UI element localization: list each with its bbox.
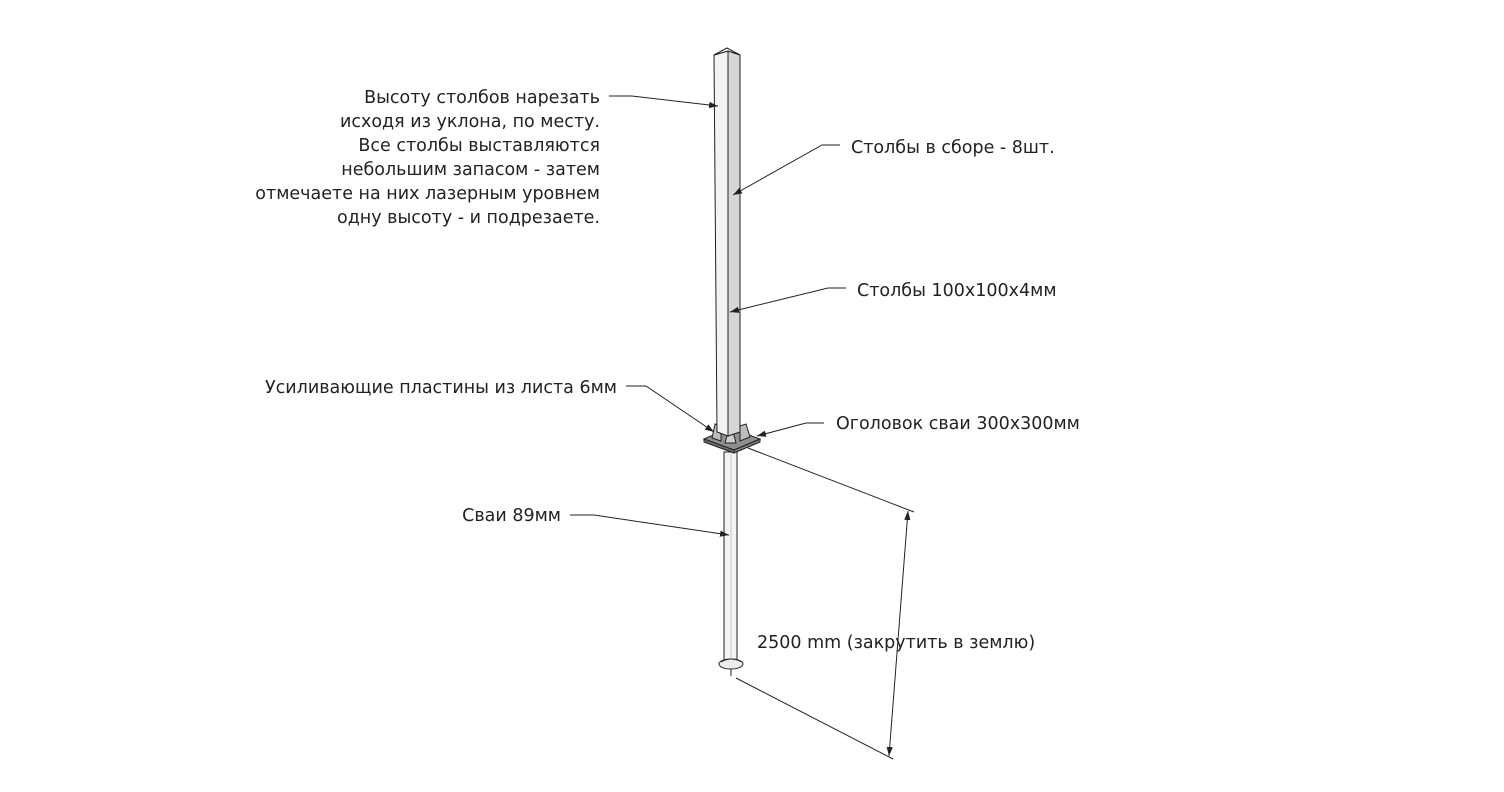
- leader-gussets: [626, 385, 715, 433]
- assembled-posts-label: Столбы в сборе - 8шт.: [851, 138, 1055, 158]
- leader-lines: [570, 95, 846, 537]
- pile-screw-blade: [718, 658, 744, 676]
- depth-dimension: [735, 447, 915, 760]
- post-profile-label: Столбы 100x100x4мм: [857, 281, 1057, 301]
- cut-note-label: Высоту столбов нарезать исходя из уклона…: [255, 88, 600, 228]
- dimension-line: [886, 510, 911, 757]
- pile-cap-label: Оголовок сваи 300x300мм: [836, 414, 1080, 434]
- piles-label: Сваи 89мм: [462, 506, 561, 526]
- leader-post-profile: [729, 287, 846, 313]
- gussets-label: Усиливающие пластины из листа 6мм: [265, 378, 617, 398]
- leader-cut-note: [609, 95, 719, 109]
- leader-assembled-posts: [732, 144, 840, 196]
- square-post: [713, 47, 741, 437]
- pile-shaft: [723, 451, 738, 664]
- leader-piles: [570, 514, 730, 537]
- pile-depth-label: 2500 mm (закрутить в землю): [757, 633, 1036, 653]
- extension-line-bottom: [735, 677, 894, 760]
- leader-pile-cap: [756, 422, 824, 437]
- extension-line-top: [747, 447, 915, 513]
